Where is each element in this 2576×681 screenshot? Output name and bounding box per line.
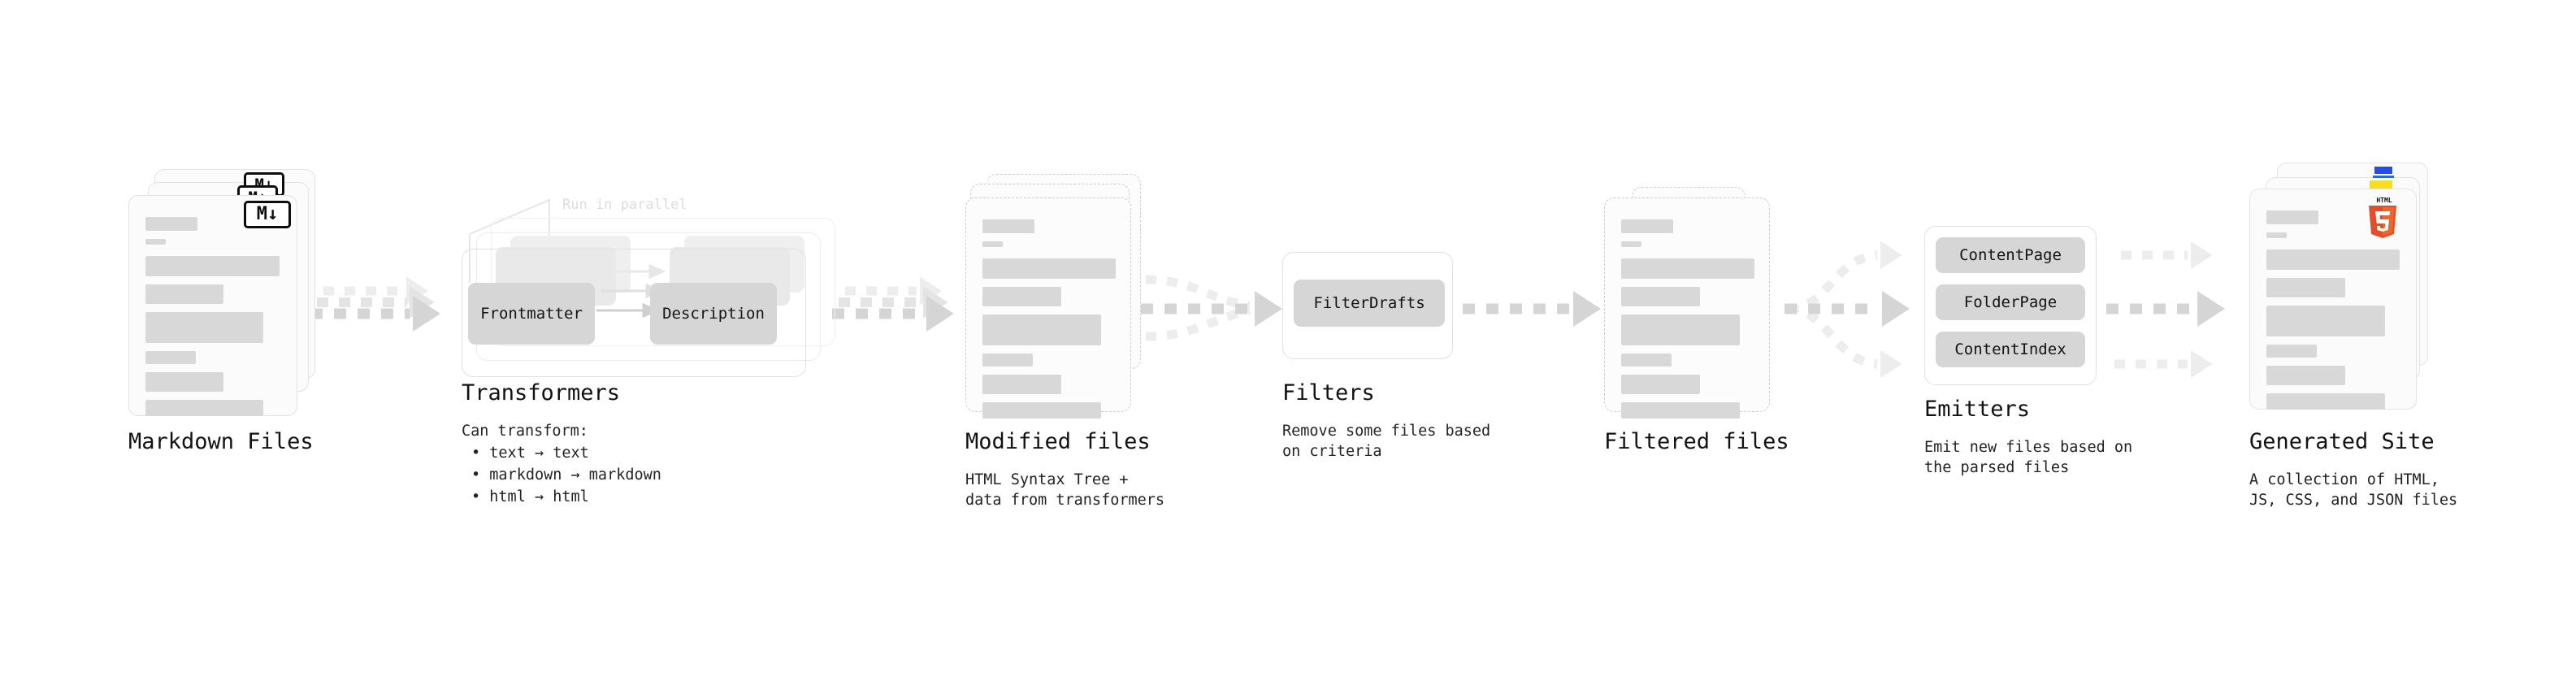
placeholder-bar xyxy=(1621,314,1740,345)
transformer-chip-frontmatter[interactable]: Frontmatter xyxy=(468,283,595,345)
placeholder-bar xyxy=(982,354,1033,367)
placeholder-bar xyxy=(145,400,263,416)
placeholder-bar xyxy=(145,284,223,304)
placeholder-bar xyxy=(145,372,223,392)
stage-title-modified-files: Modified files xyxy=(965,429,1151,454)
emitter-chip-folderpage[interactable]: FolderPage xyxy=(1936,284,2085,320)
stage-subtitle-generated-site: A collection of HTML, JS, CSS, and JSON … xyxy=(2249,471,2458,509)
chip-label: Description xyxy=(662,305,765,323)
html5-badge-icon: HTML xyxy=(2369,197,2396,238)
emitters-group-box xyxy=(1924,226,2097,385)
connector-emitters-to-site xyxy=(2106,241,2225,379)
placeholder-bar xyxy=(1621,241,1641,247)
placeholder-bar xyxy=(2266,345,2317,358)
placeholder-bar xyxy=(1621,258,1754,279)
placeholder-bar xyxy=(2266,249,2400,270)
placeholder-bar xyxy=(1621,219,1673,233)
stage-title-filters: Filters xyxy=(1282,380,1375,406)
connector-markdown-to-transformers xyxy=(310,276,440,332)
stage-subtitle-transformers: Can transform: xyxy=(462,423,588,440)
svg-text:HTML: HTML xyxy=(2376,197,2392,204)
placeholder-bar xyxy=(2266,306,2385,336)
stage-title-transformers: Transformers xyxy=(462,380,621,406)
connector-filtered-to-emitters xyxy=(1785,241,1910,379)
file-placeholder-lines xyxy=(129,196,297,416)
placeholder-bar xyxy=(2266,278,2345,297)
placeholder-bar xyxy=(982,219,1034,233)
stage-title-generated-site: Generated Site xyxy=(2249,429,2435,454)
placeholder-bar xyxy=(2266,210,2318,224)
css3-badge-icon xyxy=(2373,167,2394,178)
file-placeholder-lines xyxy=(966,198,1130,419)
filters-group-box xyxy=(1282,252,1453,359)
placeholder-bar xyxy=(145,351,196,364)
placeholder-bar xyxy=(145,312,263,343)
chip-label: FilterDrafts xyxy=(1313,294,1425,312)
transform-bullet-text: • text → text xyxy=(471,445,589,462)
placeholder-bar xyxy=(1621,402,1740,419)
placeholder-bar xyxy=(982,402,1101,419)
chip-label: ContentPage xyxy=(1959,246,2062,264)
placeholder-bar xyxy=(1621,354,1672,367)
markdown-logo-icon: M↓ xyxy=(244,201,291,228)
stage-subtitle-filters: Remove some files based on criteria xyxy=(1282,423,1491,460)
stage-title-filtered-files: Filtered files xyxy=(1604,429,1789,454)
placeholder-bar xyxy=(2266,393,2385,410)
placeholder-bar xyxy=(145,217,197,231)
stage-subtitle-modified-files: HTML Syntax Tree + data from transformer… xyxy=(965,471,1165,509)
placeholder-bar xyxy=(1621,287,1700,306)
filter-chip-filterdrafts[interactable]: FilterDrafts xyxy=(1294,280,1445,327)
connector-modified-to-filters xyxy=(1141,275,1282,341)
transformer-layer-back xyxy=(491,218,835,346)
placeholder-bar xyxy=(982,287,1061,306)
stage-title-emitters: Emitters xyxy=(1924,397,2031,422)
connector-transformers-to-modified xyxy=(832,276,954,332)
file-sheet-front xyxy=(2249,189,2417,410)
placeholder-bar xyxy=(2266,232,2287,238)
file-sheet-front xyxy=(128,195,297,416)
transform-bullet-html: • html → html xyxy=(471,488,589,505)
placeholder-bar xyxy=(982,258,1116,279)
chip-label: Frontmatter xyxy=(480,305,583,323)
placeholder-bar xyxy=(982,241,1003,247)
file-placeholder-lines xyxy=(1605,198,1769,419)
transformer-layer-front xyxy=(462,249,806,377)
file-sheet-front xyxy=(1604,197,1770,419)
placeholder-bar xyxy=(982,375,1061,394)
chip-label: FolderPage xyxy=(1963,293,2058,311)
placeholder-bar xyxy=(145,239,166,245)
transformer-chip-description[interactable]: Description xyxy=(650,283,777,345)
stage-subtitle-emitters: Emit new files based on the parsed files xyxy=(1924,439,2133,476)
emitter-chip-contentindex[interactable]: ContentIndex xyxy=(1936,332,2085,367)
placeholder-bar xyxy=(982,314,1101,345)
file-sheet-front xyxy=(965,197,1131,419)
chip-label: ContentIndex xyxy=(1954,340,2066,358)
emitter-chip-contentpage[interactable]: ContentPage xyxy=(1936,237,2085,273)
placeholder-bar xyxy=(1621,375,1700,394)
placeholder-bar xyxy=(145,256,280,276)
transform-bullet-markdown: • markdown → markdown xyxy=(471,466,661,484)
file-placeholder-lines xyxy=(2250,189,2416,410)
stage-title-markdown-files: Markdown Files xyxy=(128,429,314,454)
connector-filters-to-filtered xyxy=(1463,291,1601,327)
run-in-parallel-annotation: Run in parallel xyxy=(562,197,687,213)
placeholder-bar xyxy=(2266,366,2345,385)
